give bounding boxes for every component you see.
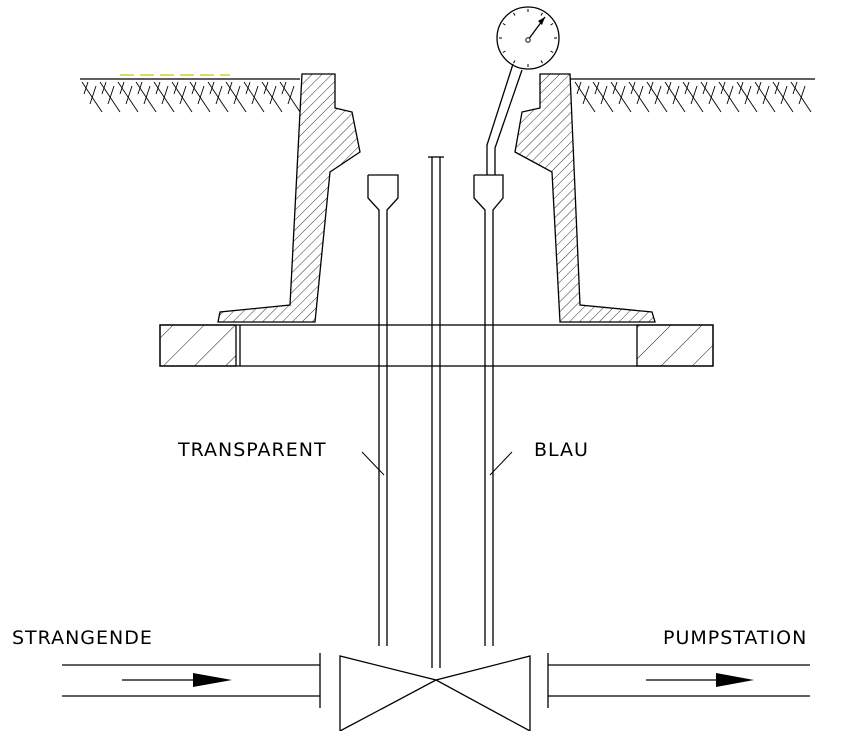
leader-transparent (361, 451, 385, 476)
slab-end-left (159, 324, 237, 367)
shaft-wall-right (514, 73, 656, 323)
ground-left (80, 74, 301, 113)
support-slab (159, 324, 714, 367)
shaft-wall-left (217, 73, 361, 323)
gate-valve (339, 655, 531, 731)
label-pumpstation: PUMPSTATION (663, 627, 807, 649)
ground-right (570, 78, 815, 113)
operating-rod (428, 156, 444, 668)
label-blau: BLAU (534, 439, 589, 461)
flow-arrow-icon (646, 673, 754, 687)
pressure-gauge-icon (496, 6, 560, 70)
slab-end-right (636, 324, 714, 367)
inlet-pipe (62, 653, 321, 708)
flow-arrow-icon (122, 673, 232, 687)
label-strangende: STRANGENDE (12, 627, 153, 649)
label-transparent: TRANSPARENT (177, 439, 327, 461)
probe-transparent (367, 174, 399, 646)
gauge-tube (486, 63, 523, 175)
leader-blau (489, 451, 513, 476)
probe-blau (473, 174, 504, 646)
outlet-pipe (547, 653, 810, 708)
